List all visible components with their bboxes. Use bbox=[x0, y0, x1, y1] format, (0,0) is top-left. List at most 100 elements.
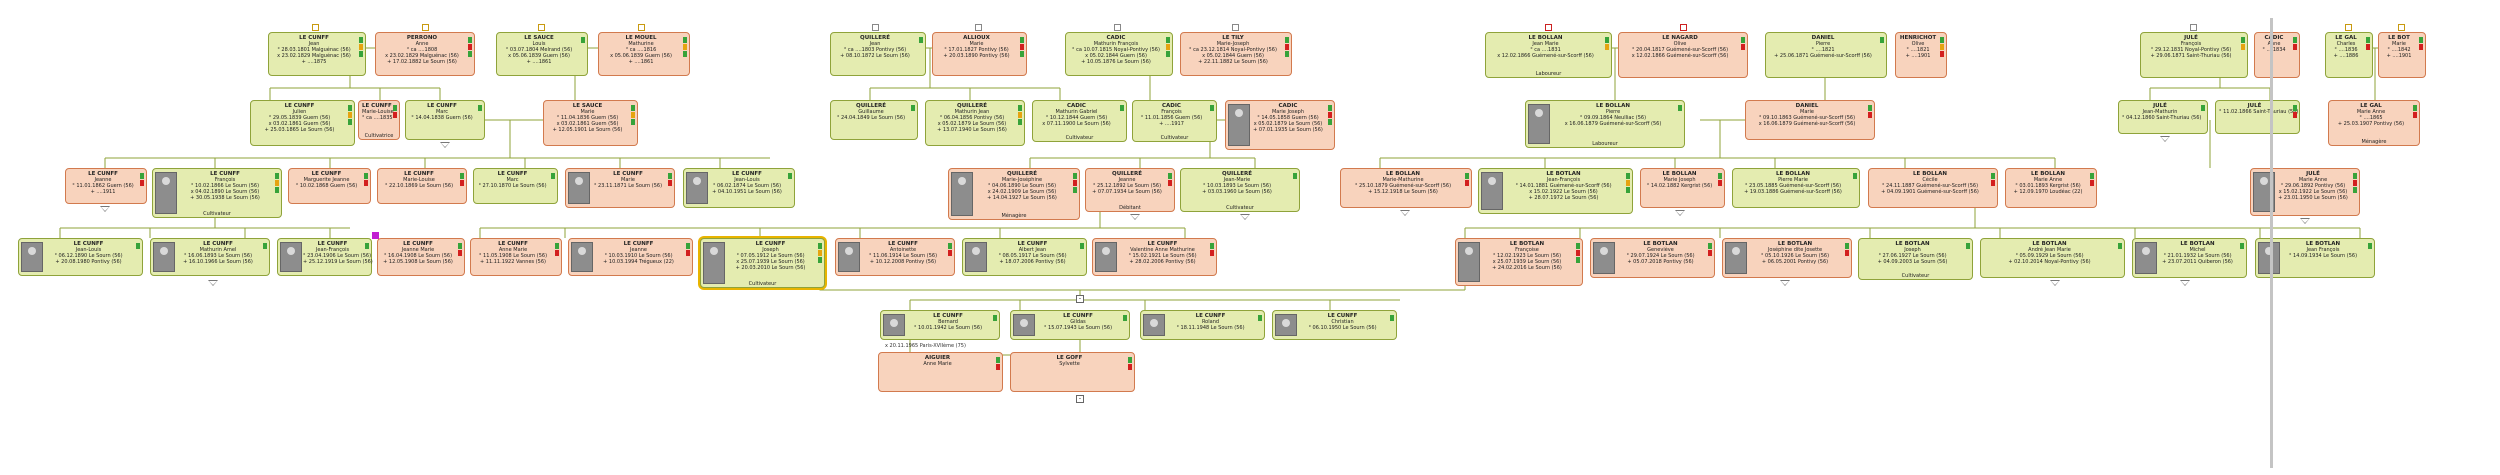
person-card[interactable]: LE BOTLAN Michel ° 21.01.1932 Le Sourn (… bbox=[2132, 238, 2247, 278]
person-card[interactable]: LE BOLLAN Cécile ° 24.11.1887 Guémené-su… bbox=[1868, 168, 1998, 208]
expand-arrow-icon[interactable] bbox=[1675, 210, 1685, 216]
person-card[interactable]: LE CUNFF Valentine Anne Mathurine ° 15.0… bbox=[1092, 238, 1217, 276]
person-card[interactable]: JULÉ Marie Anne ° 29.06.1892 Pontivy (56… bbox=[2250, 168, 2360, 216]
person-card[interactable]: LE MOUEL Mathurine ° ca ....1816 x 05.06… bbox=[598, 32, 690, 76]
person-card[interactable]: JULÉ ° 11.02.1866 Saint-Thuriau (56) bbox=[2215, 100, 2300, 134]
person-card[interactable]: QUILLERÉ Jean-Marie ° 10.03.1893 Le Sour… bbox=[1180, 168, 1300, 212]
person-card[interactable]: QUILLERÉ Mathurin Jean ° 06.04.1856 Pont… bbox=[925, 100, 1025, 146]
person-card[interactable]: LE NAGARD Olive ° 20.04.1817 Guémené-sur… bbox=[1618, 32, 1748, 78]
person-card[interactable]: LE GAL Marie Anne ° ....1865 + 25.03.190… bbox=[2328, 100, 2420, 146]
expand-arrow-icon[interactable] bbox=[1780, 280, 1790, 286]
person-card[interactable]: LE CUNFF Anne Marie ° 11.05.1908 Le Sour… bbox=[470, 238, 562, 276]
person-card[interactable]: LE BOLLAN Marie-Mathurine ° 25.10.1879 G… bbox=[1340, 168, 1472, 208]
source-marker-icon[interactable] bbox=[312, 24, 319, 31]
person-card[interactable]: CADIC François ° 11.01.1856 Guern (56) +… bbox=[1132, 100, 1217, 142]
source-marker-icon[interactable] bbox=[1232, 24, 1239, 31]
person-card[interactable]: LE BOLLAN Jean Marie ° ca ....1831 x 12.… bbox=[1485, 32, 1612, 78]
person-card[interactable]: LE BOLLAN Marie Anne ° 03.01.1893 Kergri… bbox=[2005, 168, 2097, 208]
expand-arrow-icon[interactable] bbox=[440, 142, 450, 148]
person-card[interactable]: LE CUNFF Christian ° 06.10.1950 Le Sourn… bbox=[1272, 310, 1397, 340]
person-card-selected[interactable]: LE CUNFF Joseph ° 07.05.1912 Le Sourn (5… bbox=[700, 238, 825, 288]
person-card[interactable]: LE BOT Marie ° ....1842 + ....1901 bbox=[2378, 32, 2426, 78]
person-card[interactable]: QUILLERÉ Marie-Joséphine ° 04.06.1890 Le… bbox=[948, 168, 1080, 220]
expand-arrow-icon[interactable] bbox=[1130, 214, 1140, 220]
person-card[interactable]: LE CUNFF Julien ° 29.05.1839 Guern (56) … bbox=[250, 100, 355, 146]
person-card[interactable]: LE BOTLAN Françoise ° 12.02.1923 Le Sour… bbox=[1455, 238, 1583, 286]
person-card[interactable]: LE CUNFF Jeanne Marie ° 16.04.1908 Le So… bbox=[377, 238, 465, 276]
person-card[interactable]: LE CUNFF Marie-Louise ° 22.10.1869 Le So… bbox=[377, 168, 467, 204]
source-marker-icon[interactable] bbox=[538, 24, 545, 31]
source-marker-icon[interactable] bbox=[1680, 24, 1687, 31]
person-card[interactable]: ALLIOUX Marie ° 17.01.1827 Pontivy (56) … bbox=[932, 32, 1027, 76]
person-card[interactable]: CADIC Anne ° ....1834 bbox=[2254, 32, 2300, 78]
person-card[interactable]: CADIC Marie Joseph ° 14.05.1858 Guern (5… bbox=[1225, 100, 1335, 150]
source-marker-icon[interactable] bbox=[638, 24, 645, 31]
source-marker-icon[interactable] bbox=[872, 24, 879, 31]
person-card[interactable]: QUILLERÉ Jean ° ca ....1803 Pontivy (56)… bbox=[830, 32, 926, 76]
source-marker-icon[interactable] bbox=[975, 24, 982, 31]
person-card[interactable]: LE CUNFF Gildas ° 15.07.1943 Le Sourn (5… bbox=[1010, 310, 1130, 340]
person-card[interactable]: CADIC Mathurin Gabriel ° 10.12.1844 Guer… bbox=[1032, 100, 1127, 142]
source-marker-icon[interactable] bbox=[2398, 24, 2405, 31]
person-card[interactable]: LE BOTLAN André Jean Marie ° 05.09.1929 … bbox=[1980, 238, 2125, 278]
person-card[interactable]: LE BOLLAN Marie Joseph ° 14.02.1882 Kerg… bbox=[1640, 168, 1725, 208]
vertical-scrollbar[interactable] bbox=[2270, 18, 2273, 468]
person-card[interactable]: LE CUNFF François ° 10.02.1866 Le Sourn … bbox=[152, 168, 282, 218]
person-card[interactable]: LE BOLLAN Pierre Marie ° 23.05.1885 Guém… bbox=[1732, 168, 1860, 208]
expand-arrow-icon[interactable] bbox=[1240, 214, 1250, 220]
person-card[interactable]: LE BOTLAN Joseph ° 27.06.1927 Le Sourn (… bbox=[1858, 238, 1973, 280]
person-card[interactable]: JULÉ Jean-Mathurin ° 04.12.1860 Saint-Th… bbox=[2118, 100, 2208, 134]
person-card[interactable]: LE BOLLAN Pierre ° 09.09.1864 Neulliac (… bbox=[1525, 100, 1685, 148]
person-card[interactable]: LE CUNFF Marie ° 23.11.1871 Le Sourn (56… bbox=[565, 168, 675, 208]
person-card[interactable]: PERRONO Anne ° ca ....1808 x 23.02.1829 … bbox=[375, 32, 475, 76]
person-card[interactable]: LE CUNFF Marie-Louise ° ca ....1835 Cult… bbox=[358, 100, 400, 140]
source-marker-icon[interactable] bbox=[2190, 24, 2197, 31]
person-card[interactable]: LE CUNFF Marc ° 27.10.1870 Le Sourn (56) bbox=[473, 168, 558, 204]
person-card[interactable]: QUILLERÉ Jeanne ° 25.12.1892 Le Sourn (5… bbox=[1085, 168, 1175, 212]
source-marker-icon[interactable] bbox=[422, 24, 429, 31]
person-card[interactable]: LE CUNFF Roland ° 18.11.1948 Le Sourn (5… bbox=[1140, 310, 1265, 340]
expand-arrow-icon[interactable] bbox=[100, 206, 110, 212]
person-card[interactable]: DANIEL Marie ° 09.10.1863 Guémené-sur-Sc… bbox=[1745, 100, 1875, 140]
person-card[interactable]: LE CUNFF Jean-François ° 23.04.1906 Le S… bbox=[277, 238, 373, 276]
person-card[interactable]: LE CUNFF Bernard ° 10.01.1942 Le Sourn (… bbox=[880, 310, 1000, 340]
expand-arrow-icon[interactable] bbox=[208, 280, 218, 286]
person-card[interactable]: LE CUNFF Jean-Louis ° 06.12.1890 Le Sour… bbox=[18, 238, 143, 276]
person-card[interactable]: LE GAL Charles ° ....1836 + ....1886 bbox=[2325, 32, 2373, 78]
person-card[interactable]: LE SAUCE Marie ° 11.04.1836 Guern (56) x… bbox=[543, 100, 638, 146]
person-card[interactable]: LE BOTLAN Jean François ° 14.09.1934 Le … bbox=[2255, 238, 2375, 278]
person-card[interactable]: CADIC Mathurin François ° ca 10.07.1815 … bbox=[1065, 32, 1173, 76]
person-card[interactable]: LE SAUCE Louis ° 03.07.1804 Melrand (56)… bbox=[496, 32, 588, 76]
person-card[interactable]: LE CUNFF Antoinette ° 11.06.1914 Le Sour… bbox=[835, 238, 955, 276]
expand-arrow-icon[interactable] bbox=[2050, 280, 2060, 286]
source-marker-icon[interactable] bbox=[2345, 24, 2352, 31]
person-card[interactable]: LE CUNFF Albert Jean ° 08.05.1917 Le Sou… bbox=[962, 238, 1087, 276]
person-card[interactable]: JULÉ François ° 29.12.1831 Noyal-Pontivy… bbox=[2140, 32, 2248, 78]
expand-arrow-icon[interactable] bbox=[1400, 210, 1410, 216]
person-card[interactable]: QUILLERÉ Guillaume ° 24.04.1849 Le Sourn… bbox=[830, 100, 918, 140]
person-card[interactable]: LE BOTLAN Joséphine dite Josette ° 05.10… bbox=[1722, 238, 1852, 278]
person-card[interactable]: LE CUNFF Jeanne ° 11.01.1862 Guern (56) … bbox=[65, 168, 147, 204]
person-card[interactable]: LE CUNFF Marc ° 14.04.1838 Guern (56) bbox=[405, 100, 485, 140]
person-card[interactable]: LE TILY Marie-Joseph ° ca 23.12.1814 Noy… bbox=[1180, 32, 1292, 76]
person-card[interactable]: LE CUNFF Mathurin Amel ° 16.06.1893 Le S… bbox=[150, 238, 270, 276]
collapse-toggle-icon[interactable]: - bbox=[1076, 395, 1084, 403]
expand-arrow-icon[interactable] bbox=[2300, 218, 2310, 224]
expand-arrow-icon[interactable] bbox=[2160, 136, 2170, 142]
person-card[interactable]: AIGUIER Anne Marie bbox=[878, 352, 1003, 392]
person-card[interactable]: LE CUNFF Marguerite Jeanne ° 10.02.1868 … bbox=[288, 168, 371, 204]
person-card[interactable]: DANIEL Pierre ° ....1821 + 25.06.1871 Gu… bbox=[1765, 32, 1887, 78]
expand-arrow-icon[interactable] bbox=[2180, 280, 2190, 286]
person-card[interactable]: LE CUNFF Jeanne ° 10.03.1910 Le Sourn (5… bbox=[568, 238, 693, 276]
selection-marker-icon[interactable] bbox=[372, 232, 379, 239]
source-marker-icon[interactable] bbox=[1545, 24, 1552, 31]
person-card[interactable]: LE CUNFF Jean-Louis ° 06.02.1874 Le Sour… bbox=[683, 168, 795, 208]
person-card[interactable]: LE BOTLAN Jean-François ° 14.01.1881 Gué… bbox=[1478, 168, 1633, 214]
collapse-toggle-icon[interactable]: - bbox=[1076, 295, 1084, 303]
person-card[interactable]: LE CUNFF Jean ° 28.03.1801 Malguénac (56… bbox=[268, 32, 366, 76]
source-marker-icon[interactable] bbox=[1114, 24, 1121, 31]
person-card[interactable]: LE BOTLAN Geneviève ° 29.07.1924 Le Sour… bbox=[1590, 238, 1715, 278]
person-card[interactable]: LE GOFF Sylvette bbox=[1010, 352, 1135, 392]
person-card[interactable]: HENRICHOT Olive ° ....1821 + ....1901 bbox=[1895, 32, 1947, 78]
